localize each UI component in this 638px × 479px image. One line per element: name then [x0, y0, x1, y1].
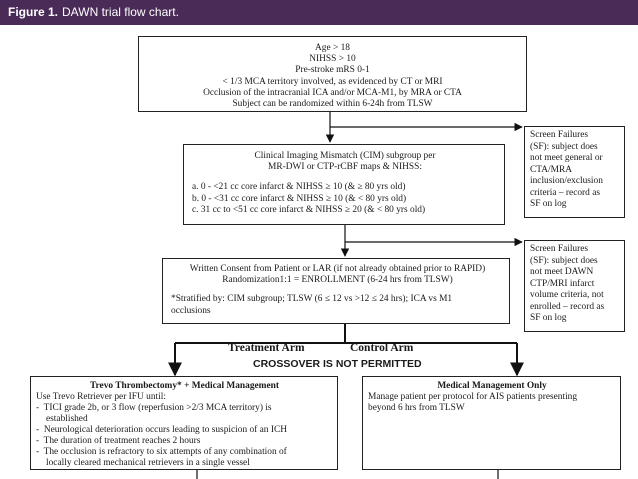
sf1-line: inclusion/exclusion: [530, 176, 603, 186]
eligibility-line: Pre-stroke mRS 0-1: [295, 65, 370, 76]
figure-title: DAWN trial flow chart.: [62, 5, 179, 19]
control-arm-box: Medical Management Only Manage patient p…: [362, 376, 621, 470]
treatment-criterion: - The duration of treatment reaches 2 ho…: [36, 436, 201, 446]
stratification-line: occlusions: [171, 305, 211, 316]
eligibility-line: Occlusion of the intracranial ICA and/or…: [203, 87, 462, 98]
screen-failures-box-1: Screen Failures (SF): subject does not m…: [524, 126, 625, 218]
cim-heading-line: MR-DWI or CTP-rCBF maps & NIHSS:: [268, 162, 422, 173]
treatment-criterion: - TICI grade 2b, or 3 flow (reperfusion …: [36, 403, 272, 413]
figure-title-bar: Figure 1.DAWN trial flow chart.: [0, 0, 638, 25]
treatment-arm-label: Treatment Arm: [228, 342, 305, 354]
sf1-line: (SF): subject does: [530, 141, 598, 152]
control-line: Manage patient per protocol for AIS pati…: [368, 392, 578, 402]
treatment-criterion: - Neurological deterioration occurs lead…: [36, 425, 287, 435]
control-title: Medical Management Only: [437, 381, 547, 391]
eligibility-line: Subject can be randomized within 6-24h f…: [232, 99, 433, 110]
sf2-line: SF on log: [530, 313, 567, 323]
eligibility-line: < 1/3 MCA territory involved, as evidenc…: [222, 76, 443, 87]
cim-subgroup-box: Clinical Imaging Mismatch (CIM) subgroup…: [183, 144, 505, 225]
eligibility-line: NIHSS > 10: [309, 54, 356, 65]
treatment-title: Trevo Thrombectomy* + Medical Management: [90, 381, 279, 391]
control-arm-label: Control Arm: [350, 342, 414, 354]
cim-criterion: a. 0 - <21 cc core infarct & NIHSS ≥ 10 …: [192, 182, 406, 193]
sf1-line: criteria – record as: [530, 187, 601, 198]
treatment-criterion-continued: locally cleared mechanical retrievers in…: [46, 458, 250, 468]
cim-heading-line: Clinical Imaging Mismatch (CIM) subgroup…: [254, 151, 436, 161]
treatment-criterion-continued: established: [46, 414, 88, 424]
sf2-line: (SF): subject does: [530, 255, 598, 266]
sf2-line: not meet DAWN: [530, 267, 594, 277]
consent-line: Written Consent from Patient or LAR (if …: [189, 264, 486, 274]
figure-label: Figure 1.: [8, 5, 59, 19]
treatment-criterion: - The occlusion is refractory to six att…: [36, 447, 287, 457]
eligibility-line: Age > 18: [315, 43, 350, 53]
randomization-line: Randomization1:1 = ENROLLMENT (6-24 hrs …: [222, 275, 453, 286]
consent-randomization-box: Written Consent from Patient or LAR (if …: [162, 258, 510, 324]
stratification-line: *Stratified by: CIM subgroup; TLSW (6 ≤ …: [171, 294, 453, 305]
sf1-line: Screen Failures: [530, 130, 589, 140]
control-line: beyond 6 hrs from TLSW: [368, 403, 465, 413]
sf2-line: CTP/MRI infarct: [530, 278, 595, 289]
sf2-line: volume criteria, not: [530, 290, 604, 300]
cim-criterion: c. 31 cc to <51 cc core infarct & NIHSS …: [192, 204, 426, 215]
sf2-line: Screen Failures: [530, 244, 589, 254]
sf1-line: not meet general or: [530, 153, 603, 163]
screen-failures-box-2: Screen Failures (SF): subject does not m…: [524, 240, 625, 332]
crossover-notice: CROSSOVER IS NOT PERMITTED: [253, 358, 422, 370]
treatment-intro: Use Trevo Retriever per IFU until:: [36, 392, 166, 402]
sf1-line: SF on log: [530, 199, 567, 209]
sf2-line: enrolled – record as: [530, 301, 605, 312]
treatment-arm-box: Trevo Thrombectomy* + Medical Management…: [30, 376, 338, 470]
cim-criterion: b. 0 - <31 cc core infarct & NIHSS ≥ 10 …: [192, 193, 407, 204]
eligibility-criteria-box: Age > 18 NIHSS > 10 Pre-stroke mRS 0-1 <…: [138, 36, 527, 112]
sf1-line: CTA/MRA: [530, 164, 572, 175]
